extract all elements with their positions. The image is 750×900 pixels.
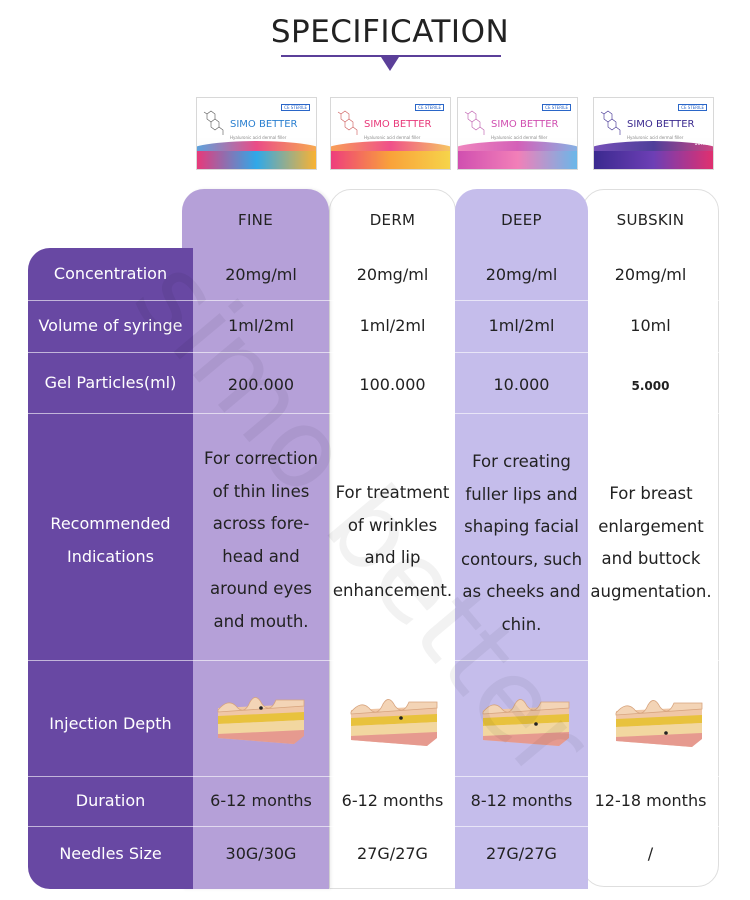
skin-layer-icon-fine xyxy=(217,697,305,744)
cell-indications-fine: For correction of thin lines across fore… xyxy=(193,443,329,638)
column-header-deep: DEEP xyxy=(501,211,542,229)
indication-line: For correction xyxy=(204,449,318,468)
product-box-fine: CE STERILE SIMO BETTER Hyaluronic acid d… xyxy=(196,97,317,170)
cell-volume-deep: 1ml/2ml xyxy=(488,316,555,335)
column-header-subskin: SUBSKIN xyxy=(616,211,685,229)
indication-line: and lip xyxy=(364,548,421,567)
indication-line: fuller lips and xyxy=(465,484,578,504)
indication-line: and mouth. xyxy=(213,611,309,631)
box-subtitle: Hyaluronic acid dermal filler xyxy=(230,135,287,140)
indication-line: across fore- xyxy=(212,514,310,533)
indication-line: For breast xyxy=(609,484,693,503)
cell-particles-deep: 10.000 xyxy=(493,375,550,394)
cell-duration-derm: 6-12 months xyxy=(341,791,444,810)
indication-line: head and xyxy=(222,546,300,566)
indication-line: chin. xyxy=(501,614,542,634)
cell-volume-subskin: 10ml xyxy=(630,316,671,335)
ce-badge: CE STERILE xyxy=(415,104,444,111)
ce-badge: CE STERILE xyxy=(542,104,571,111)
page-title: SPECIFICATION xyxy=(270,14,510,50)
product-box-subskin: CE STERILE SIMO BETTER Hyaluronic acid d… xyxy=(593,97,714,170)
cell-needles-derm: 27G/27G xyxy=(357,844,428,863)
box-stripe xyxy=(197,151,316,169)
box-stripe xyxy=(458,151,577,169)
column-header-derm: DERM xyxy=(369,211,416,229)
row-divider xyxy=(28,300,719,301)
indication-line: enhancement. xyxy=(332,580,453,600)
skin-layer-icon-derm xyxy=(350,699,438,746)
row-label-volume: Volume of syringe xyxy=(38,316,183,335)
indication-line: contours, such xyxy=(460,549,583,569)
column-header-fine: FINE xyxy=(238,211,273,229)
box-subtitle: Hyaluronic acid dermal filler xyxy=(627,135,684,140)
cell-particles-fine: 200.000 xyxy=(227,375,295,394)
cell-particles-subskin: 5.000 xyxy=(631,379,670,393)
row-label-indications-line2: Indications xyxy=(66,547,155,566)
box-brand: SIMO BETTER xyxy=(491,119,559,130)
cell-volume-derm: 1ml/2ml xyxy=(359,316,426,335)
molecule-icon xyxy=(600,110,621,135)
cell-needles-subskin: / xyxy=(647,844,654,863)
title-arrow-icon xyxy=(381,57,399,71)
indication-line: shaping facial xyxy=(464,517,579,536)
cell-indications-subskin: For breast enlargement and buttock augme… xyxy=(576,478,726,608)
product-box-deep: CE STERILE SIMO BETTER Hyaluronic acid d… xyxy=(457,97,578,170)
column-fine xyxy=(182,189,329,889)
box-stripe xyxy=(331,151,450,169)
cell-indications-deep: For creating fuller lips and shaping fac… xyxy=(455,446,588,641)
indication-line: as cheeks and xyxy=(462,582,581,601)
box-stripe xyxy=(594,151,713,169)
indication-line: For creating xyxy=(472,452,571,471)
molecule-icon xyxy=(203,110,224,135)
column-derm xyxy=(329,189,456,889)
molecule-icon xyxy=(464,110,485,135)
indication-line: enlargement xyxy=(598,516,704,536)
column-deep xyxy=(455,189,588,889)
cell-volume-fine: 1ml/2ml xyxy=(228,316,294,335)
indication-line: For treatment xyxy=(335,483,450,502)
indication-line: of wrinkles xyxy=(347,515,438,535)
row-label-concentration: Concentration xyxy=(53,264,168,283)
row-divider xyxy=(28,826,719,827)
row-divider xyxy=(28,776,719,777)
ce-badge: CE STERILE xyxy=(678,104,707,111)
row-label-needles: Needles Size xyxy=(59,844,162,863)
skin-layer-icon-subskin xyxy=(615,700,703,747)
cell-concentration-deep: 20mg/ml xyxy=(485,265,558,284)
box-volume: 10ml xyxy=(694,141,707,147)
column-subskin xyxy=(582,189,719,887)
box-subtitle: Hyaluronic acid dermal filler xyxy=(364,135,421,140)
box-subtitle: Hyaluronic acid dermal filler xyxy=(491,135,548,140)
box-brand: SIMO BETTER xyxy=(627,119,695,130)
row-label-indications-line1: Recommended xyxy=(50,514,171,533)
indication-line: of thin lines xyxy=(212,481,310,501)
box-brand: SIMO BETTER xyxy=(230,119,298,130)
row-label-bar xyxy=(28,248,193,889)
row-label-particles: Gel Particles(ml) xyxy=(44,373,177,392)
skin-layer-icon-deep xyxy=(482,699,570,746)
cell-duration-fine: 6-12 months xyxy=(210,791,312,810)
ce-badge: CE STERILE xyxy=(281,104,310,111)
cell-concentration-fine: 20mg/ml xyxy=(225,265,297,284)
indication-line: and buttock xyxy=(601,549,701,568)
cell-concentration-derm: 20mg/ml xyxy=(356,265,429,284)
indication-line: augmentation. xyxy=(590,581,712,601)
row-divider xyxy=(28,660,719,661)
row-divider xyxy=(28,352,719,353)
row-label-depth: Injection Depth xyxy=(49,714,172,733)
title-underline xyxy=(281,55,501,57)
cell-needles-deep: 27G/27G xyxy=(486,844,557,863)
cell-duration-deep: 8-12 months xyxy=(470,791,573,810)
product-box-derm: CE STERILE SIMO BETTER Hyaluronic acid d… xyxy=(330,97,451,170)
row-label-duration: Duration xyxy=(75,791,146,810)
cell-concentration-subskin: 20mg/ml xyxy=(614,265,687,284)
molecule-icon xyxy=(337,110,358,135)
row-divider xyxy=(28,413,719,414)
cell-indications-derm: For treatment of wrinkles and lip enhanc… xyxy=(329,477,456,607)
cell-duration-subskin: 12-18 months xyxy=(594,791,707,810)
cell-particles-derm: 100.000 xyxy=(359,375,426,394)
cell-needles-fine: 30G/30G xyxy=(225,844,297,863)
indication-line: around eyes xyxy=(210,579,312,598)
box-brand: SIMO BETTER xyxy=(364,119,432,130)
